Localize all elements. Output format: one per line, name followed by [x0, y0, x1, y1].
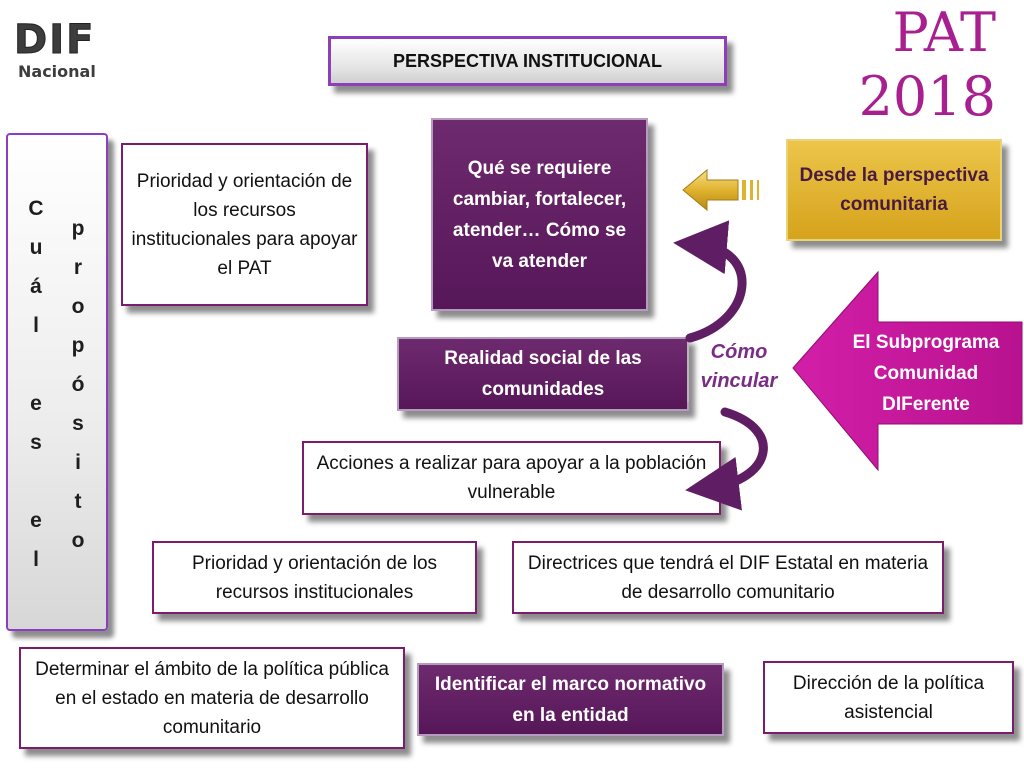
vertical-question-panel: C u á l e s e l p r o p ó s i t o: [6, 133, 108, 631]
box-acciones-poblacion-vulnerable: Acciones a realizar para apoyar a la pob…: [302, 441, 721, 515]
box-realidad-social: Realidad social de las comunidades: [397, 337, 689, 411]
box-direccion-politica: Dirección de la política asistencial: [763, 661, 1014, 734]
label-como-vincular: Cómo vincular: [700, 341, 778, 392]
dif-logo-subtitle: Nacional: [18, 62, 96, 81]
box-identificar-marco-normativo: Identificar el marco normativo en la ent…: [417, 663, 724, 736]
pat-year: 2018: [858, 65, 996, 128]
text-subprograma-comunidad: El Subprograma Comunidad DIFerente: [852, 332, 1000, 415]
box-directrices-dif-estatal: Directrices que tendrá el DIF Estatal en…: [512, 541, 944, 614]
box-desde-perspectiva-comunitaria: Desde la perspectiva comunitaria: [786, 139, 1002, 241]
curved-arrow-up: [673, 220, 747, 343]
gold-left-arrow: [682, 168, 759, 212]
header-title: PERSPECTIVA INSTITUCIONAL: [328, 36, 727, 86]
box-prioridad-recursos: Prioridad y orientación de los recursos …: [152, 541, 477, 614]
box-determinar-ambito: Determinar el ámbito de la política públ…: [19, 647, 405, 749]
pat-title: PAT: [892, 1, 996, 64]
vertical-text-proposito: p r o p ó s i t o: [71, 217, 85, 552]
box-prioridad-apoyo-pat: Prioridad y orientación de los recursos …: [121, 143, 368, 306]
box-que-se-requiere-cambiar: Qué se requiere cambiar, fortalecer, ate…: [431, 118, 648, 311]
vertical-text-cual-es-el: C u á l e s e l: [28, 197, 44, 571]
dif-logo: DIF: [14, 17, 96, 63]
